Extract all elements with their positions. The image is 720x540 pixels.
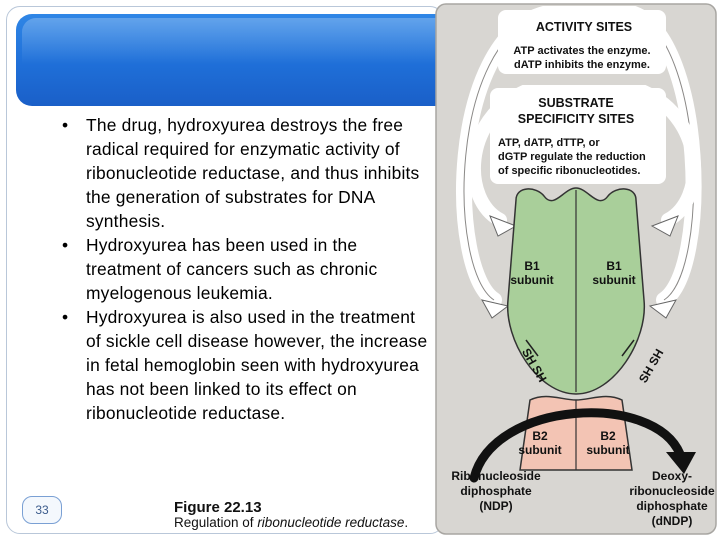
b2-right-label-2: subunit [586,443,629,457]
activity-arrowhead-right [648,299,677,319]
dndp-label-1: Deoxy- [652,469,692,483]
caption-suffix: . [404,515,409,530]
activity-line-2: dATP inhibits the enzyme. [514,59,650,71]
specificity-arrowhead-right [650,215,679,237]
dndp-label-2: ribonucleoside [629,484,715,498]
specificity-line-3: of specific ribonucleotides. [498,165,640,177]
figure-caption: Regulation of ribonucleotide reductase. [174,515,408,530]
reaction-arrow [469,408,685,483]
b1-left-label-1: B1 [524,259,540,273]
b1-right-label-2: subunit [592,273,635,287]
ndp-label-1: Ribonucleoside [451,469,541,483]
caption-prefix: Regulation of [174,515,258,530]
dndp-label-4: (dNDP) [652,514,693,528]
bullet-item: Hydroxyurea has been used in the treatme… [60,233,430,305]
dndp-label-3: diphosphate [636,499,708,513]
ndp-label-2: diphosphate [460,484,532,498]
bullet-item: Hydroxyurea is also used in the treatmen… [60,305,430,425]
b2-left-label-1: B2 [532,429,548,443]
sh-bond-left [525,339,539,357]
specificity-arrowhead-left [489,215,518,237]
b2-left-label-2: subunit [518,443,561,457]
activity-line-1: ATP activates the enzyme. [513,45,650,57]
activity-arrowhead-left [481,299,510,319]
specificity-title-2: SPECIFICITY SITES [518,112,634,126]
b1-left-label-2: subunit [510,273,553,287]
bullet-item: The drug, hydroxyurea destroys the free … [60,113,430,233]
slide-header-shine [22,18,446,64]
b2-right-label-1: B2 [600,429,616,443]
activity-sites-box [498,10,666,74]
page-number: 33 [22,496,62,524]
ndp-label-3: (NDP) [479,499,512,513]
caption-italic: ribonucleotide reductase [257,515,405,530]
reaction-arrowhead [666,452,696,474]
enzyme-diagram: ACTIVITY SITES ATP activates the enzyme.… [434,0,720,540]
specificity-line-1: ATP, dATP, dTTP, or [498,137,600,149]
specificity-line-2: dGTP regulate the reduction [498,151,646,163]
specificity-title-1: SUBSTRATE [538,96,613,110]
figure-title: Figure 22.13 [174,499,262,516]
b1-right-label-1: B1 [606,259,622,273]
activity-sites-title: ACTIVITY SITES [536,20,632,34]
slide-header-band [16,14,446,106]
bullet-list: The drug, hydroxyurea destroys the free … [60,113,430,425]
sh-bond-right [621,339,635,357]
enzyme-diagram-svg: ACTIVITY SITES ATP activates the enzyme.… [435,3,717,535]
specificity-sites-box [490,88,666,184]
